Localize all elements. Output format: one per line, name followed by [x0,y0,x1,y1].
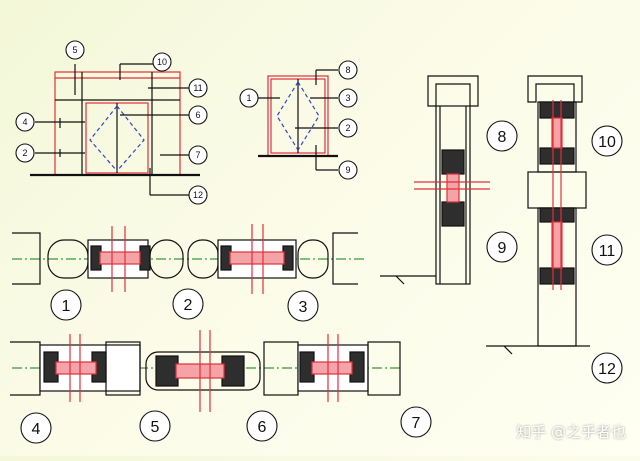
callout-b-3-label: 3 [345,93,350,103]
section-number-6: 6 [246,410,278,442]
section-number-5-ring [139,410,171,442]
vertical-number-10-ring [591,125,623,157]
vertical-number-11-ring [591,234,623,266]
vertical-number-12: 12 [591,352,623,384]
vertical-number-12-ring [591,352,623,384]
callout-a-6: 6 [188,105,208,125]
callout-b-8-label: 8 [345,65,350,75]
callout-b-9-ring [338,160,358,180]
vertical-number-8-ring [486,120,518,152]
callout-b-8-ring [338,60,358,80]
callout-b-3-ring [338,88,358,108]
callout-a-5-label: 5 [72,45,77,55]
callout-b-2: 2 [338,118,358,138]
section-number-7-ring [400,406,432,438]
watermark: 知乎 @之乎者也 [516,423,626,441]
callout-a-2-label: 2 [22,148,27,158]
section-number-5: 5 [139,410,171,442]
callout-b-1-ring [239,88,259,108]
callout-a-7-label: 7 [195,150,200,160]
sections-row-1 [12,224,365,294]
sections-row-2 [10,330,402,412]
elevation-b [258,69,338,171]
section-number-2-label: 2 [184,297,193,314]
callout-a-4: 4 [15,112,35,132]
vertical-section-10-11-12 [486,75,590,355]
callout-a-12: 12 [188,185,208,205]
section-number-7-label: 7 [412,415,421,432]
callout-b-3: 3 [338,88,358,108]
section-number-2-ring [172,288,204,320]
callout-a-6-label: 6 [195,110,200,120]
callout-a-11-label: 11 [193,83,202,93]
callout-b-1: 1 [239,88,259,108]
vertical-number-11-label: 11 [599,243,616,260]
section-number-7: 7 [400,406,432,438]
callout-a-4-ring [15,112,35,132]
section-number-1-ring [50,289,82,321]
vertical-number-8-label: 8 [498,129,507,146]
vertical-number-circles: 8 9 10 11 12 [486,120,623,384]
callout-a-10-ring [152,52,172,72]
callout-a-11-ring [188,78,208,98]
vertical-number-8: 8 [486,120,518,152]
section-number-3-ring [287,290,319,322]
section-number-5-label: 5 [151,419,160,436]
vertical-number-12-label: 12 [598,361,616,378]
vertical-number-9-ring [486,231,518,263]
callout-b-1-label: 1 [246,93,251,103]
section-number-4-ring [20,412,52,444]
section-number-1: 1 [50,289,82,321]
callout-b-9-label: 9 [345,165,350,175]
callout-a-5-ring [65,40,85,60]
callout-a-2: 2 [15,143,35,163]
callout-a-5: 5 [65,40,85,60]
section-number-4: 4 [20,412,52,444]
section-number-circles: 1 2 3 4 5 6 7 [20,288,432,444]
callouts-elev-a: 2 4 5 6 7 10 11 12 [15,40,208,205]
callout-b-2-ring [338,118,358,138]
vertical-number-9: 9 [486,231,518,263]
callout-a-10: 10 [152,52,172,72]
section-number-2: 2 [172,288,204,320]
callout-b-9: 9 [338,160,358,180]
elevation-a [30,63,200,196]
section-number-1-label: 1 [62,298,71,315]
callout-b-2-label: 2 [345,123,350,133]
vertical-section-8-9 [380,75,490,285]
section-number-3: 3 [287,290,319,322]
vertical-number-9-label: 9 [498,240,507,257]
callout-a-12-label: 12 [193,190,203,200]
vertical-number-10-label: 10 [598,134,616,151]
callout-a-4-label: 4 [22,117,27,127]
callout-b-8: 8 [338,60,358,80]
callout-a-2-ring [15,143,35,163]
section-number-6-ring [246,410,278,442]
callout-a-6-ring [188,105,208,125]
section-number-4-label: 4 [32,421,41,438]
callout-a-7: 7 [188,145,208,165]
callout-a-10-label: 10 [157,57,167,67]
callouts-elev-b: 1 2 3 8 9 [239,60,358,180]
callout-a-11: 11 [188,78,208,98]
callout-a-7-ring [188,145,208,165]
vertical-number-10: 10 [591,125,623,157]
section-number-3-label: 3 [299,299,308,316]
vertical-number-11: 11 [591,234,623,266]
callout-a-12-ring [188,185,208,205]
section-number-6-label: 6 [258,419,267,436]
